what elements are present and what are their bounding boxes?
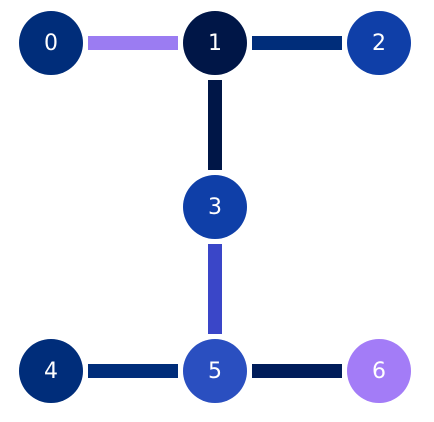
node-6: 6 [347,339,411,403]
edge-1-2 [252,36,342,50]
node-circle-1 [183,11,247,75]
node-label-3: 3 [208,195,222,220]
node-label-5: 5 [208,359,222,384]
nodes-layer: 0 1 2 3 4 5 6 [19,11,411,403]
node-circle-2 [347,11,411,75]
node-circle-5 [183,339,247,403]
node-circle-6 [347,339,411,403]
node-4: 4 [19,339,83,403]
node-2: 2 [347,11,411,75]
edge-5-6 [252,364,342,378]
edge-3-5 [208,244,222,334]
node-circle-3 [183,175,247,239]
edge-4-5 [88,364,178,378]
node-label-6: 6 [372,359,386,384]
edge-1-3 [208,80,222,170]
node-label-4: 4 [44,359,58,384]
node-label-0: 0 [44,31,58,56]
node-5: 5 [183,339,247,403]
node-label-2: 2 [372,31,386,56]
edge-0-1 [88,36,178,50]
node-label-1: 1 [208,31,222,56]
node-3: 3 [183,175,247,239]
edges-layer [88,36,342,378]
node-circle-0 [19,11,83,75]
node-1: 1 [183,11,247,75]
node-0: 0 [19,11,83,75]
node-circle-4 [19,339,83,403]
